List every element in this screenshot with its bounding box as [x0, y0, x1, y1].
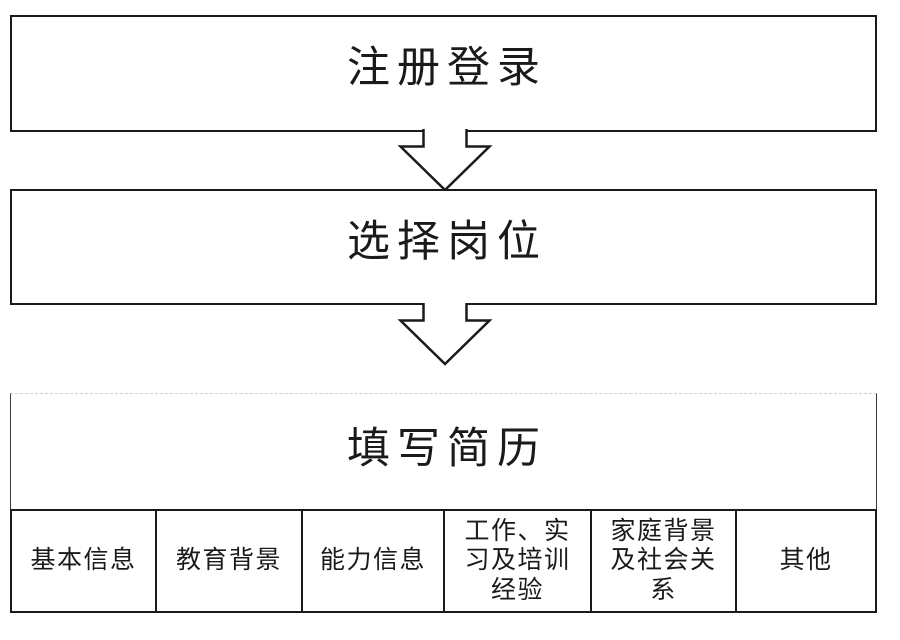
resume-section-cell-ability: 能力信息 [303, 511, 445, 611]
flow-step-label: 填写简历 [347, 426, 547, 473]
resume-section-cell-family-background: 家庭背景 及社会关 系 [592, 511, 737, 611]
flow-step-label: 注册登录 [347, 45, 547, 92]
resume-section-cell-basic-info: 基本信息 [12, 511, 157, 611]
block-arrow-down-icon [397, 302, 493, 366]
resume-sections-table: 基本信息 教育背景 能力信息 工作、实 习及培训 经验 家庭背景 及社会关 系 … [10, 509, 877, 613]
block-arrow-down-icon [397, 129, 493, 192]
flow-step-label: 选择岗位 [347, 218, 547, 266]
resume-section-cell-work-experience: 工作、实 习及培训 经验 [445, 511, 592, 611]
flow-step-register-login: 注册登录 [10, 15, 877, 132]
resume-section-cell-education: 教育背景 [157, 511, 303, 611]
flow-step-fill-resume: 填写简历 基本信息 教育背景 能力信息 工作、实 习及培训 经验 家庭背景 及社… [10, 393, 877, 613]
resume-section-cell-other: 其他 [779, 547, 833, 575]
flow-step-select-position: 选择岗位 [10, 189, 877, 305]
fill-resume-title-area: 填写简历 [10, 393, 877, 509]
